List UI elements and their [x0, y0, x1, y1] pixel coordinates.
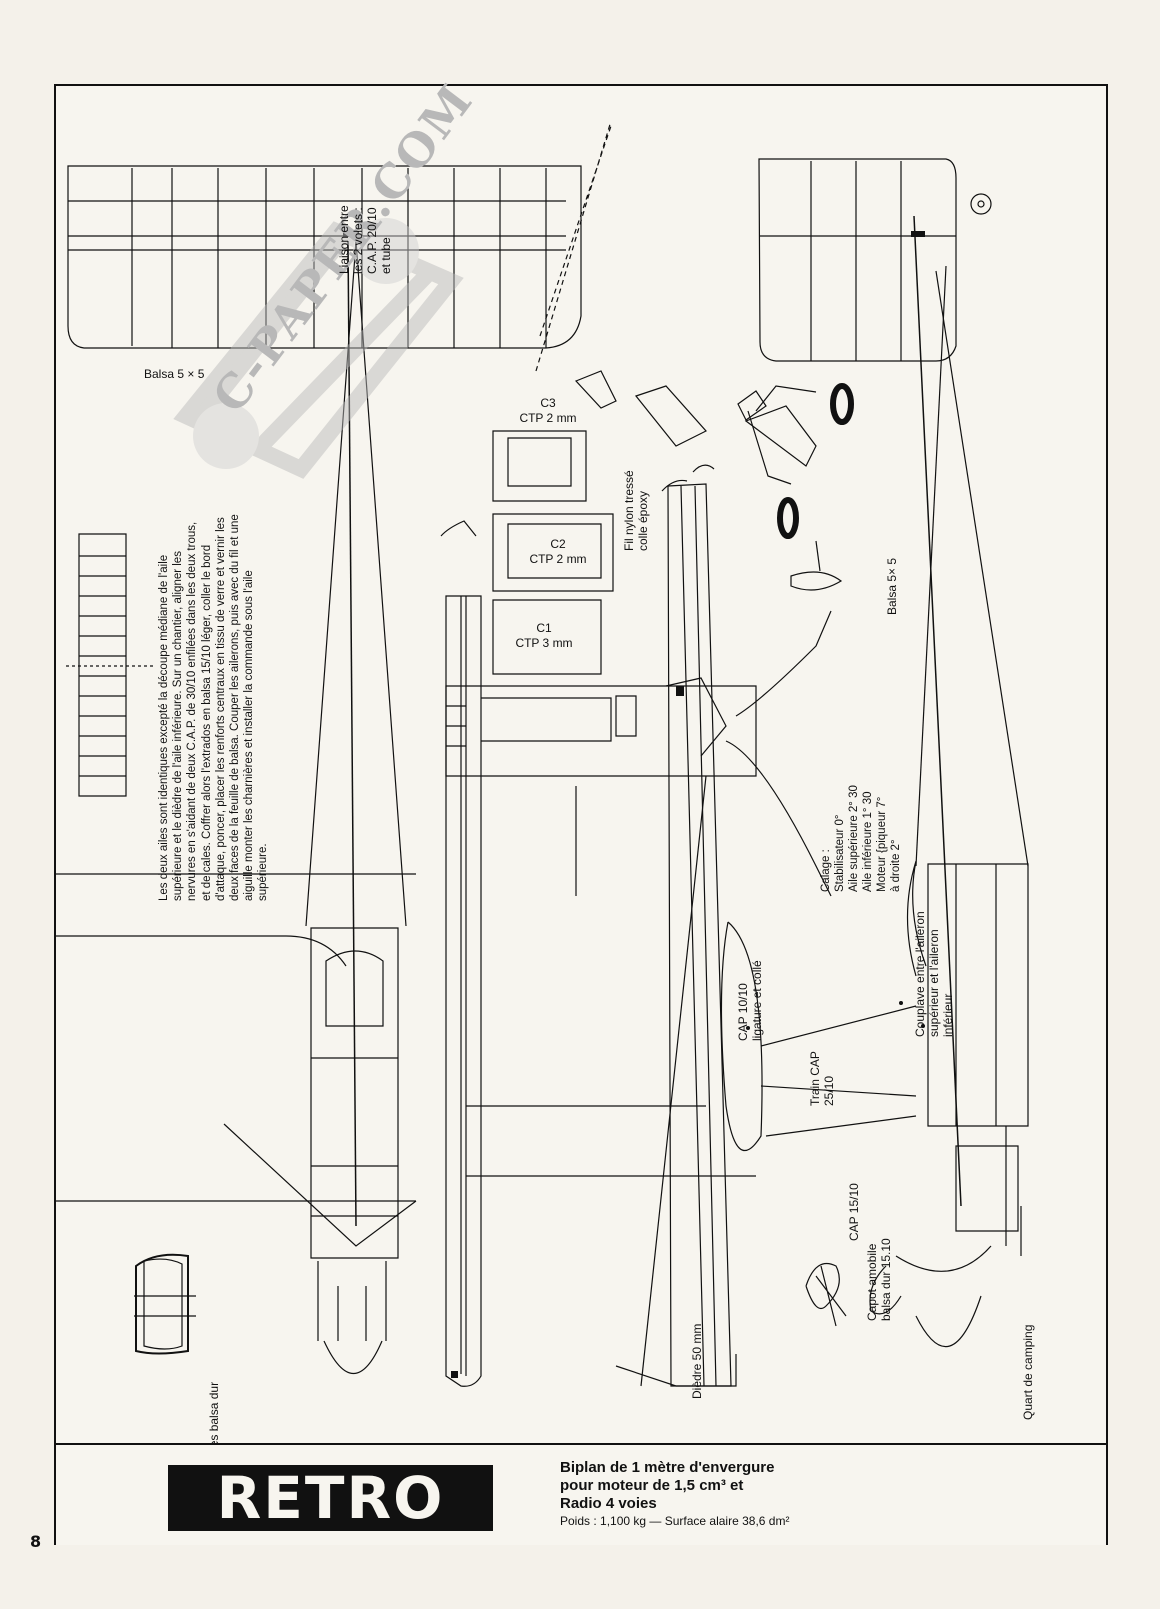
quart-note: Quart de camping	[1021, 1324, 1035, 1420]
plan-frame: C-PAPER.COM Liaison entre les 2 volets :…	[54, 74, 1108, 1545]
c1-label: C1 CTP 3 mm	[515, 621, 573, 650]
fil-nylon-label: Fil nylon tressé colle époxy	[622, 470, 650, 551]
retro-logo: RETRO	[168, 1465, 493, 1531]
c3-label: C3 CTP 2 mm	[519, 396, 577, 425]
train-cap-note: Train CAP 25/10	[808, 1051, 836, 1106]
model-specifications: Biplan de 1 mètre d'envergure pour moteu…	[560, 1459, 1040, 1530]
spec-line-3: Radio 4 voies	[560, 1495, 657, 1512]
diedre-note: Dièdre 50 mm	[690, 1323, 704, 1399]
spec-line-1: Biplan de 1 mètre d'envergure	[560, 1459, 775, 1476]
watermark	[146, 181, 476, 501]
calage-note: Calage : Stabilisateur 0° Aile supérieur…	[820, 785, 902, 892]
spec-line-4: Poids : 1,100 kg — Surface alaire 38,6 d…	[560, 1514, 790, 1528]
cap-15-note: CAP 15/10	[847, 1183, 861, 1241]
liaison-note: Liaison entre les 2 volets : C.A.P. 20/1…	[337, 205, 393, 274]
title-band: RETRO Biplan de 1 mètre d'envergure pour…	[56, 1443, 1106, 1545]
wing-instructions: Les deux ailes sont identiques excepté l…	[158, 514, 270, 901]
balsa-left-label: Balsa 5 × 5	[144, 367, 205, 381]
spec-line-2: pour moteur de 1,5 cm³ et	[560, 1477, 744, 1494]
capot-note: Capot amobile balsa dur 15.10	[865, 1238, 893, 1321]
couplave-note: Couplave entre l'aileron supérieur et l'…	[913, 911, 955, 1037]
page-number: 8	[30, 1532, 42, 1551]
balsa-right-label: Balsa 5× 5	[885, 557, 899, 615]
c2-label: C2 CTP 2 mm	[529, 537, 587, 566]
cap-10-note: CAP 10/10 ligature et collé	[736, 960, 764, 1041]
model-plan-drawing	[56, 120, 1029, 1387]
